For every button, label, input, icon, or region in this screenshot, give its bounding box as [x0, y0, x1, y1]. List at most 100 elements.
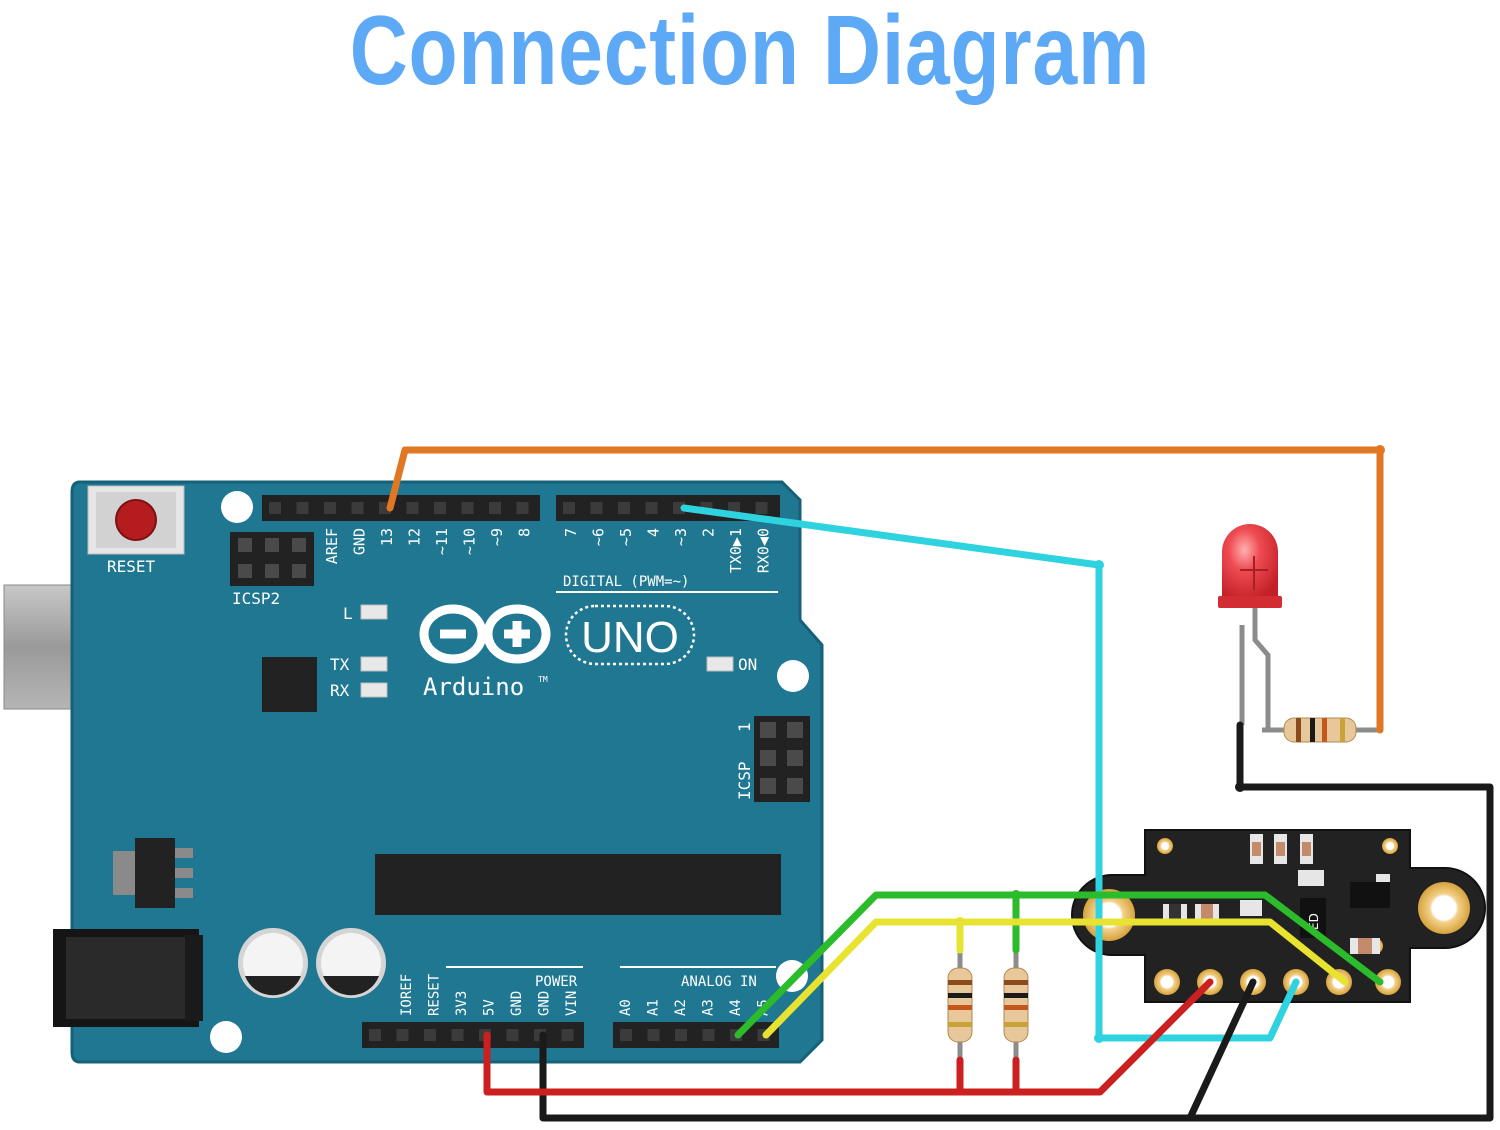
- led-l-label: L: [343, 604, 353, 623]
- icsp-header: [754, 716, 810, 802]
- header-pin: [702, 1029, 715, 1041]
- digital-pin-label-right-1: ~6: [590, 528, 608, 546]
- power-pin-label-1: RESET: [427, 973, 443, 1016]
- led-resistor: [1262, 717, 1380, 743]
- wire-yellow-a4-to-module: [762, 918, 1349, 1039]
- capacitor: [316, 928, 386, 998]
- wire-orange-pin13-to-resistor: [386, 446, 1384, 734]
- header-pin: [563, 502, 575, 514]
- digital-pin-label-right-3: 4: [645, 528, 663, 537]
- header-pin: [461, 502, 474, 514]
- led-l: [360, 604, 388, 620]
- diagram-title: Connection Diagram: [349, 0, 1151, 105]
- led-tx-label: TX: [330, 655, 350, 674]
- header-pin: [424, 1029, 436, 1041]
- header-pin: [451, 1029, 464, 1041]
- dc-power-jack: [53, 929, 203, 1027]
- header-pin: [561, 1029, 574, 1041]
- brand-label: Arduino: [423, 673, 524, 701]
- smd-components: [1163, 834, 1390, 954]
- capacitor: [238, 928, 308, 998]
- digital-pin-label-left-4: ~11: [433, 528, 451, 555]
- reset-label: RESET: [107, 557, 156, 576]
- analog-header: [613, 1022, 779, 1048]
- header-pin: [755, 502, 768, 514]
- digital-pin-label-left-1: GND: [351, 528, 369, 555]
- voltage-regulator: [113, 838, 193, 908]
- power-pin-label-0: IOREF: [399, 974, 415, 1016]
- mounting-hole: [777, 660, 809, 692]
- digital-pin-label-right-7: RX0◀0: [755, 528, 773, 573]
- power-pin-label-4: GND: [509, 991, 525, 1016]
- board-pcb: [70, 480, 824, 1064]
- digital-pin-label-right-6: TX0▶1: [727, 528, 745, 573]
- digital-pin-label-right-0: 7: [562, 528, 580, 537]
- led-on: [706, 656, 734, 672]
- analog-pin-label-0: A0: [618, 999, 634, 1016]
- analog-pin-label-3: A3: [701, 999, 717, 1016]
- header-pin: [620, 1029, 632, 1041]
- wire-black-gnd-to-module: [539, 978, 1257, 1122]
- led-on-label: ON: [738, 655, 757, 674]
- icsp2-header: [230, 532, 314, 586]
- analog-pin-label-4: A4: [728, 999, 744, 1016]
- header-pin: [590, 502, 603, 514]
- arduino-logo-icon: [419, 604, 551, 664]
- trademark: TM: [538, 675, 548, 684]
- digital-pin-label-right-2: ~5: [617, 528, 635, 546]
- power-label: POWER: [535, 974, 578, 990]
- analog-pin-label-2: A2: [673, 999, 689, 1016]
- power-pin-labels: IOREF RESET 3V3 5V GND GND VIN: [399, 973, 580, 1016]
- uno-badge: UNO: [564, 604, 696, 666]
- power-pin-label-3: 5V: [482, 999, 498, 1016]
- mounting-hole: [210, 1021, 242, 1053]
- header-pin: [369, 1029, 381, 1041]
- digital-pin-label-left-0: AREF: [323, 528, 341, 564]
- digital-header-left: [262, 495, 540, 521]
- wire-red-5v-to-module: [483, 978, 1214, 1096]
- reset-button[interactable]: [87, 485, 185, 555]
- analog-pin-label-1: A1: [646, 999, 662, 1016]
- header-pin: [675, 1029, 687, 1041]
- header-pin: [489, 502, 501, 514]
- led-rx: [360, 682, 388, 698]
- header-pin: [324, 502, 336, 514]
- module-mount-hole: [1418, 882, 1470, 934]
- digital-pin-label-right-5: 2: [700, 528, 718, 537]
- microcontroller-chip: [262, 657, 317, 712]
- power-pin-label-5: GND: [537, 991, 553, 1016]
- atmega-chip: [375, 854, 781, 915]
- icsp-pin1-label: 1: [735, 722, 754, 732]
- header-pin: [396, 1029, 409, 1041]
- mounting-hole: [221, 491, 253, 523]
- header-pin: [406, 502, 419, 514]
- header-pin: [673, 502, 685, 514]
- header-pin: [269, 502, 281, 514]
- led-tx: [360, 656, 388, 672]
- led-rx-label: RX: [330, 681, 350, 700]
- power-header: [362, 1022, 584, 1048]
- icsp-label: ICSP: [735, 761, 754, 800]
- wire-green-a5-to-module: [734, 891, 1384, 1039]
- header-pin: [647, 1029, 660, 1041]
- digital-label: DIGITAL (PWM=~): [563, 574, 689, 590]
- icsp2-label: ICSP2: [232, 589, 280, 608]
- header-pin: [645, 502, 658, 514]
- digital-pin-label-left-5: ~10: [461, 528, 479, 555]
- header-pin: [618, 502, 630, 514]
- header-pin: [516, 502, 529, 514]
- digital-pin-label-left-2: 13: [378, 528, 396, 546]
- header-pin: [506, 1029, 519, 1041]
- red-led: [1218, 524, 1282, 730]
- wire-junctions: [955, 445, 1385, 1043]
- header-pin: [296, 502, 309, 514]
- sensor-module: ED: [1071, 829, 1486, 1003]
- header-pin: [434, 502, 446, 514]
- power-pin-label-2: 3V3: [454, 991, 470, 1016]
- power-pin-label-6: VIN: [564, 991, 580, 1016]
- digital-pin-label-left-3: 12: [406, 528, 424, 546]
- wire-black-led-gnd: [1186, 721, 1494, 1122]
